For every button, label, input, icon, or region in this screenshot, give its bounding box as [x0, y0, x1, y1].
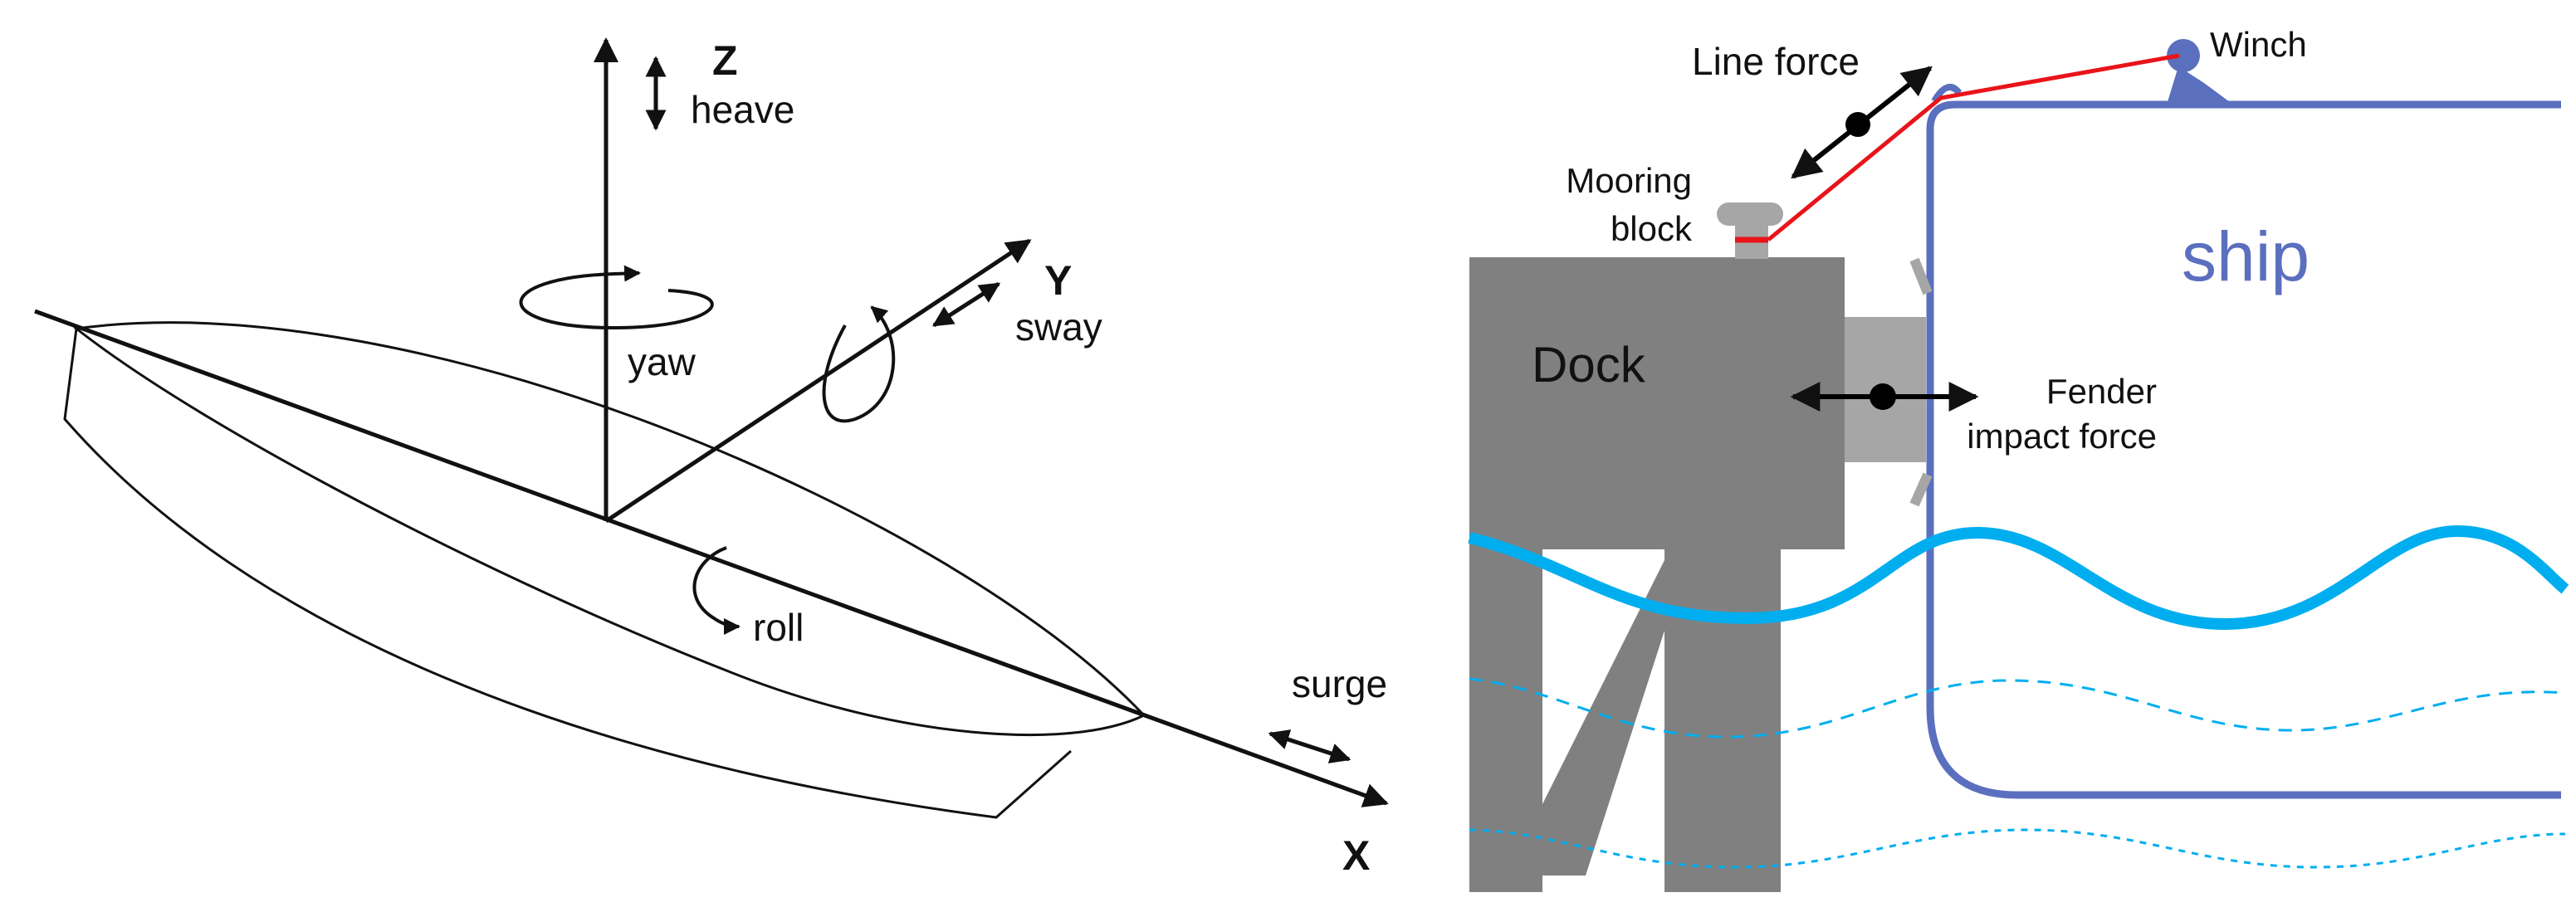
- mooring-block-label-line1: Mooring: [1566, 161, 1692, 200]
- hull-bottom: [63, 328, 1072, 819]
- hull-outline: [63, 321, 1146, 819]
- winch: [2167, 39, 2233, 105]
- sway-label: sway: [1015, 305, 1102, 349]
- fender-label-line2: impact force: [1967, 417, 2157, 456]
- surge-arrow: [1268, 729, 1352, 763]
- ship-hull-outline: [1926, 100, 2561, 799]
- dock-pile-right: [1664, 544, 1781, 892]
- fender-force-point: [1870, 383, 1896, 410]
- y-axis-label: Y: [1044, 257, 1072, 304]
- roll-rotation-arrow: [692, 546, 741, 635]
- line-force-label: Line force: [1692, 40, 1860, 83]
- underwater-wave-1: [1469, 677, 2566, 739]
- winch-label: Winch: [2210, 25, 2307, 64]
- dock-block: [1469, 257, 1845, 549]
- z-axis-label: Z: [712, 37, 738, 84]
- sway-arrow: [931, 281, 1001, 328]
- heave-label: heave: [691, 88, 794, 131]
- surge-label: surge: [1292, 662, 1387, 705]
- underwater-wave-2: [1469, 828, 2566, 869]
- mooring-block-label-line2: block: [1611, 209, 1693, 248]
- hull-deck: [73, 321, 1146, 737]
- dock-label: Dock: [1532, 337, 1646, 393]
- ship-label: ship: [2182, 217, 2310, 295]
- fender: [1843, 257, 1933, 507]
- sway-rotation-arrow: [822, 305, 896, 423]
- x-axis-label: X: [1342, 832, 1370, 879]
- mooring-bollard: [1717, 202, 1783, 259]
- dock-structure: [1469, 257, 1845, 892]
- roll-label: roll: [753, 606, 804, 649]
- yaw-rotation-arrow: [519, 265, 714, 330]
- water-surface: [1468, 524, 2569, 631]
- deck-chock: [1931, 84, 1963, 104]
- ship-motion-diagram: Z heave yaw Y sway roll surge X: [34, 37, 1389, 879]
- dock-pile-left: [1469, 544, 1542, 892]
- yaw-label: yaw: [628, 340, 697, 383]
- fender-label-line1: Fender: [2046, 372, 2157, 411]
- line-force-point: [1845, 112, 1870, 137]
- dock-brace: [1540, 560, 1664, 875]
- mooring-forces-diagram: Line force Winch Mooring block ship Dock…: [1468, 25, 2569, 892]
- mooring-line: [1767, 53, 2180, 241]
